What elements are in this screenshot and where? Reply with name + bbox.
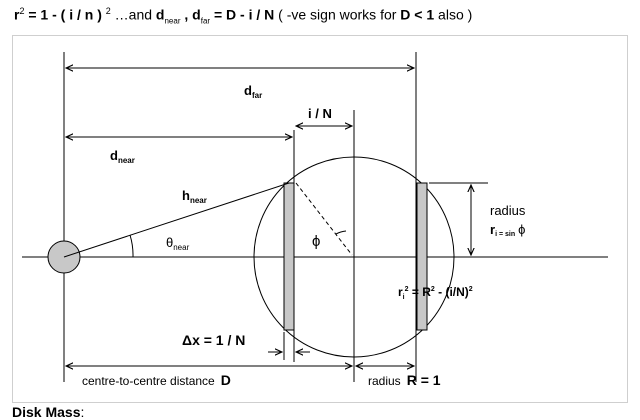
label-ri-squared: ri2 = R2 - (i/N)2: [398, 285, 473, 301]
label-radius: radius: [490, 203, 526, 218]
dashed-radius: [295, 182, 353, 256]
formula-note: ( -ve sign works for: [274, 6, 401, 23]
theta-arc: [129, 234, 134, 258]
formula-and: …and: [110, 6, 156, 23]
section-colon: :: [80, 404, 85, 420]
formula-d2: d: [192, 6, 201, 23]
formula-far: far: [200, 16, 211, 26]
label-d-far: dfar: [244, 83, 262, 100]
section-heading: Disk Mass:: [12, 404, 84, 420]
formula-near: near: [164, 16, 181, 26]
far-slab: [416, 182, 428, 331]
label-theta-near: θnear: [166, 235, 190, 252]
label-phi: ϕ: [312, 233, 320, 250]
formula-comma: ,: [180, 6, 193, 23]
label-d-near: dnear: [110, 148, 135, 165]
label-i-over-n: i / N: [308, 106, 332, 121]
section-title: Disk Mass: [12, 404, 81, 420]
formula-sup1: 2: [19, 6, 25, 16]
formula-line: r2 = 1 - ( i / n ) 2 …and dnear , dfar =…: [14, 6, 472, 25]
label-h-near: hnear: [182, 188, 207, 205]
h-near-line: [63, 182, 290, 258]
formula-eq: = D - i / N: [210, 6, 275, 23]
formula-sup2: 2: [105, 6, 111, 16]
formula-rhs: = 1 - ( i / n ): [24, 6, 106, 23]
unit-circle: [253, 156, 455, 358]
diagram-frame: [12, 35, 628, 403]
formula-note-end: also ): [434, 6, 473, 23]
formula-r: r: [14, 6, 20, 23]
formula-d1: d: [155, 6, 165, 23]
near-slab: [283, 182, 295, 331]
formula-dlt1: D < 1: [400, 6, 435, 23]
label-delta-x: Δx = 1 / N: [182, 332, 245, 348]
phi-arc: [335, 230, 347, 235]
